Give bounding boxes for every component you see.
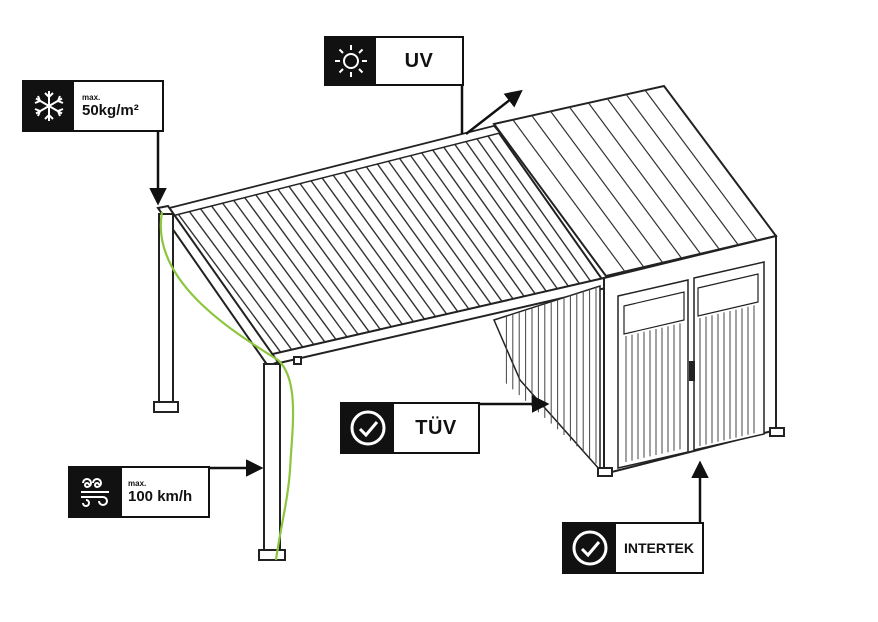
- louvre-blade: [283, 178, 395, 331]
- cable: [159, 211, 295, 561]
- louvre-blade: [349, 161, 461, 316]
- pergola-posts: [153, 213, 302, 561]
- roof-panel-seam: [587, 102, 701, 255]
- louvre-blade: [249, 187, 362, 339]
- storage-unit: [597, 234, 785, 477]
- louvre-blade: [427, 142, 539, 298]
- louvre-blade: [272, 181, 384, 334]
- louvre-blade: [371, 156, 483, 311]
- sun-icon: [326, 38, 376, 84]
- louvre-blade: [205, 198, 317, 349]
- wind-icon: [70, 468, 122, 516]
- roof-panel-seam: [512, 119, 626, 272]
- louvre-blade: [305, 173, 417, 326]
- snow-max-label: max.: [82, 93, 101, 102]
- snow-load-value: 50kg/m²: [82, 102, 139, 119]
- intertek-badge: INTERTEK: [562, 522, 704, 574]
- wind-speed-value: 100 km/h: [128, 488, 193, 505]
- tuv-badge: TÜV: [340, 402, 480, 454]
- roof-panel-seam: [531, 115, 645, 268]
- callout-arrows: [149, 82, 709, 522]
- louvre-blade: [460, 133, 572, 291]
- louvre-blade: [172, 206, 284, 356]
- frame-beams: [156, 204, 608, 368]
- louvre-blade: [183, 203, 295, 354]
- tuv-label: TÜV: [415, 416, 457, 439]
- louvre-blades: [172, 128, 594, 356]
- check-circle-icon: [342, 404, 394, 452]
- roof-panel-seam: [606, 98, 720, 250]
- louvre-blade: [338, 164, 450, 318]
- check-circle-icon: [564, 524, 616, 572]
- roof-panel-seam: [569, 106, 683, 259]
- intertek-label: INTERTEK: [624, 539, 694, 556]
- snow-load-badge: max. 50kg/m²: [22, 80, 164, 132]
- louvre-blade: [316, 170, 428, 323]
- louvre-blade: [238, 189, 351, 341]
- louvre-blade: [482, 128, 594, 285]
- wind-max-label: max.: [128, 479, 147, 488]
- louvre-blade: [415, 145, 528, 301]
- louvre-blade: [261, 184, 373, 336]
- side-wall: [492, 284, 601, 472]
- louvre-roof: [160, 124, 606, 360]
- snowflake-icon: [24, 82, 74, 130]
- louvre-blade: [404, 147, 517, 303]
- louvre-blade: [449, 136, 561, 293]
- roof-panel-seam: [625, 94, 739, 246]
- louvre-blade: [227, 192, 339, 344]
- louvre-blade: [294, 175, 406, 329]
- roof-panel-seam: [644, 89, 758, 241]
- louvre-blade: [360, 159, 472, 313]
- louvre-blade: [471, 131, 583, 288]
- louvre-blade: [216, 195, 328, 346]
- louvre-blade: [327, 167, 439, 321]
- louvre-blade: [194, 201, 306, 351]
- fixed-roof: [492, 84, 778, 278]
- roof-panel-seam: [550, 110, 664, 264]
- louvre-blade: [393, 150, 505, 306]
- louvre-blade: [438, 139, 550, 296]
- louvre-blade: [382, 153, 494, 308]
- uv-badge: UV: [324, 36, 464, 86]
- wind-badge: max. 100 km/h: [68, 466, 210, 518]
- uv-label: UV: [404, 49, 434, 72]
